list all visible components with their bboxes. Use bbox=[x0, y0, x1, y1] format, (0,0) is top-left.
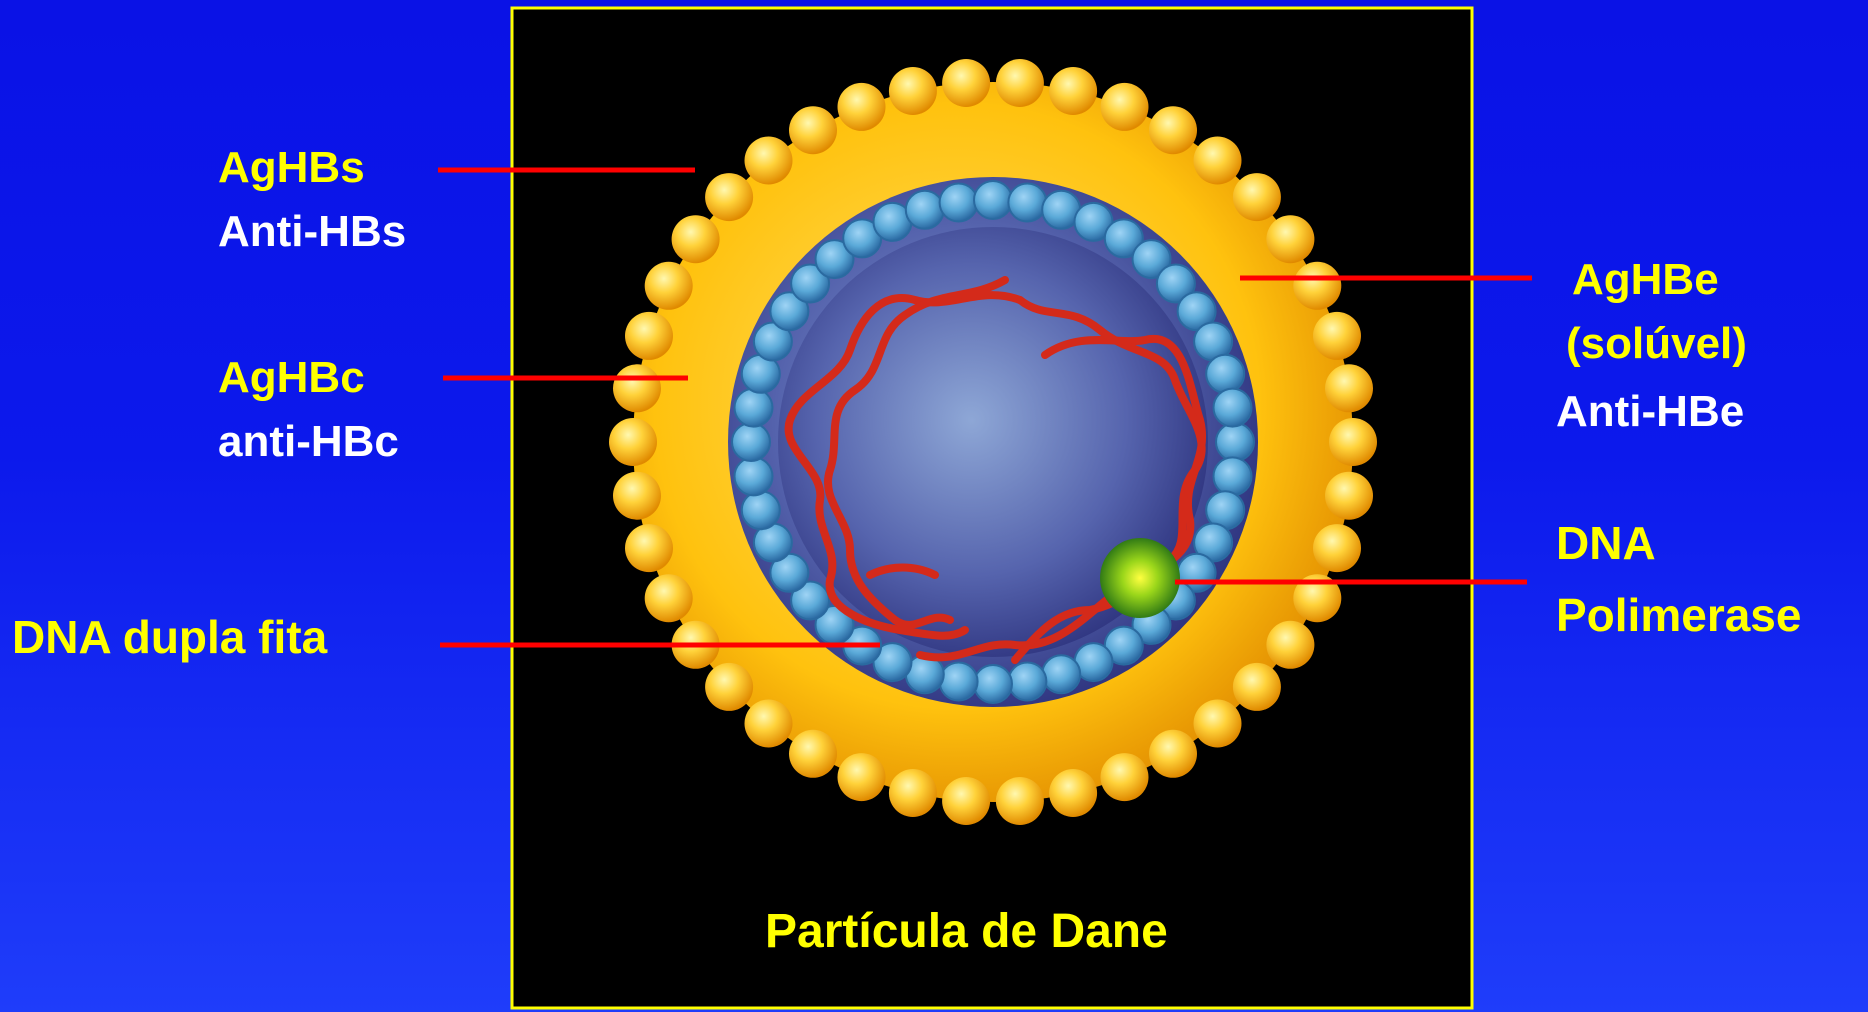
surface-antigen-sphere bbox=[996, 777, 1044, 825]
surface-antigen-sphere bbox=[838, 83, 886, 131]
capsid-subunit bbox=[1206, 355, 1244, 393]
surface-antigen-sphere bbox=[838, 753, 886, 801]
surface-antigen-sphere bbox=[1049, 67, 1097, 115]
surface-antigen-sphere bbox=[1194, 700, 1242, 748]
capsid-subunit bbox=[906, 191, 944, 229]
capsid-subunit bbox=[974, 665, 1012, 703]
capsid-subunit bbox=[940, 663, 978, 701]
diagram-caption: Partícula de Dane bbox=[765, 908, 1168, 956]
surface-antigen-sphere bbox=[1233, 173, 1281, 221]
surface-antigen-sphere bbox=[942, 59, 990, 107]
surface-antigen-sphere bbox=[1101, 83, 1149, 131]
surface-antigen-sphere bbox=[996, 59, 1044, 107]
capsid-subunit bbox=[1008, 184, 1046, 222]
label-anti-hbe: Anti-HBe bbox=[1556, 390, 1744, 434]
capsid-subunit bbox=[742, 491, 780, 529]
surface-antigen-sphere bbox=[1101, 753, 1149, 801]
capsid-subunit bbox=[1214, 457, 1252, 495]
surface-antigen-sphere bbox=[645, 574, 693, 622]
surface-antigen-sphere bbox=[1313, 312, 1361, 360]
capsid-subunit bbox=[974, 181, 1012, 219]
capsid-subunit bbox=[940, 184, 978, 222]
surface-antigen-sphere bbox=[613, 364, 661, 412]
label-polimerase: Polimerase bbox=[1556, 592, 1801, 638]
capsid-subunit bbox=[732, 423, 770, 461]
surface-antigen-sphere bbox=[705, 173, 753, 221]
surface-antigen-sphere bbox=[942, 777, 990, 825]
surface-antigen-sphere bbox=[609, 418, 657, 466]
surface-antigen-sphere bbox=[889, 769, 937, 817]
surface-antigen-sphere bbox=[645, 262, 693, 310]
surface-antigen-sphere bbox=[1266, 621, 1314, 669]
capsid-subunit bbox=[1042, 655, 1080, 693]
surface-antigen-sphere bbox=[1293, 262, 1341, 310]
label-aghbe-soluble: (solúvel) bbox=[1566, 322, 1747, 366]
surface-antigen-sphere bbox=[625, 524, 673, 572]
surface-antigen-sphere bbox=[789, 106, 837, 154]
surface-antigen-sphere bbox=[672, 215, 720, 263]
surface-antigen-sphere bbox=[789, 730, 837, 778]
surface-antigen-sphere bbox=[1325, 364, 1373, 412]
capsid-subunit bbox=[1214, 389, 1252, 427]
label-aghbc: AgHBc bbox=[218, 356, 365, 400]
dna-polymerase bbox=[1100, 538, 1180, 618]
label-aghbs: AgHBs bbox=[218, 146, 365, 190]
surface-antigen-sphere bbox=[1233, 663, 1281, 711]
surface-antigen-sphere bbox=[1149, 730, 1197, 778]
surface-antigen-sphere bbox=[1325, 472, 1373, 520]
surface-antigen-sphere bbox=[625, 312, 673, 360]
capsid-subunit bbox=[735, 389, 773, 427]
surface-antigen-sphere bbox=[1266, 215, 1314, 263]
surface-antigen-sphere bbox=[613, 472, 661, 520]
surface-antigen-sphere bbox=[1313, 524, 1361, 572]
surface-antigen-sphere bbox=[705, 663, 753, 711]
surface-antigen-sphere bbox=[1194, 137, 1242, 185]
label-anti-hbs: Anti-HBs bbox=[218, 210, 406, 254]
label-aghbe: AgHBe bbox=[1572, 258, 1719, 302]
capsid-subunit bbox=[735, 457, 773, 495]
label-anti-hbc: anti-HBc bbox=[218, 420, 399, 464]
capsid-subunit bbox=[1216, 423, 1254, 461]
label-dna-double-strand: DNA dupla fita bbox=[12, 614, 327, 660]
surface-antigen-sphere bbox=[889, 67, 937, 115]
surface-antigen-sphere bbox=[745, 700, 793, 748]
surface-antigen-sphere bbox=[1329, 418, 1377, 466]
surface-antigen-sphere bbox=[745, 137, 793, 185]
surface-antigen-sphere bbox=[1049, 769, 1097, 817]
surface-antigen-sphere bbox=[1149, 106, 1197, 154]
label-dna: DNA bbox=[1556, 520, 1656, 566]
capsid-subunit bbox=[1008, 663, 1046, 701]
